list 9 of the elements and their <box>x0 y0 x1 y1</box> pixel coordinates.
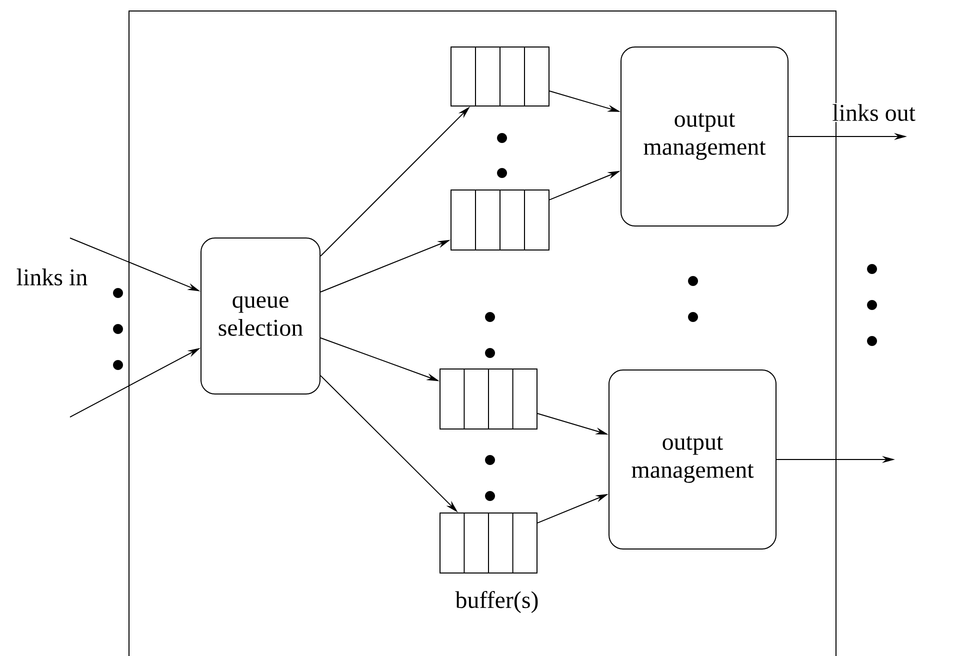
process-box: queue selection <box>200 238 320 394</box>
process-box: output management <box>608 370 776 550</box>
buffer-queue <box>450 46 550 106</box>
buffer-queue <box>440 368 538 430</box>
edge-label: links out <box>832 104 916 121</box>
buffer-queue <box>440 512 538 574</box>
buffer-queue <box>450 190 550 250</box>
text-label: links in <box>16 268 88 286</box>
process-box: output management <box>620 46 788 226</box>
